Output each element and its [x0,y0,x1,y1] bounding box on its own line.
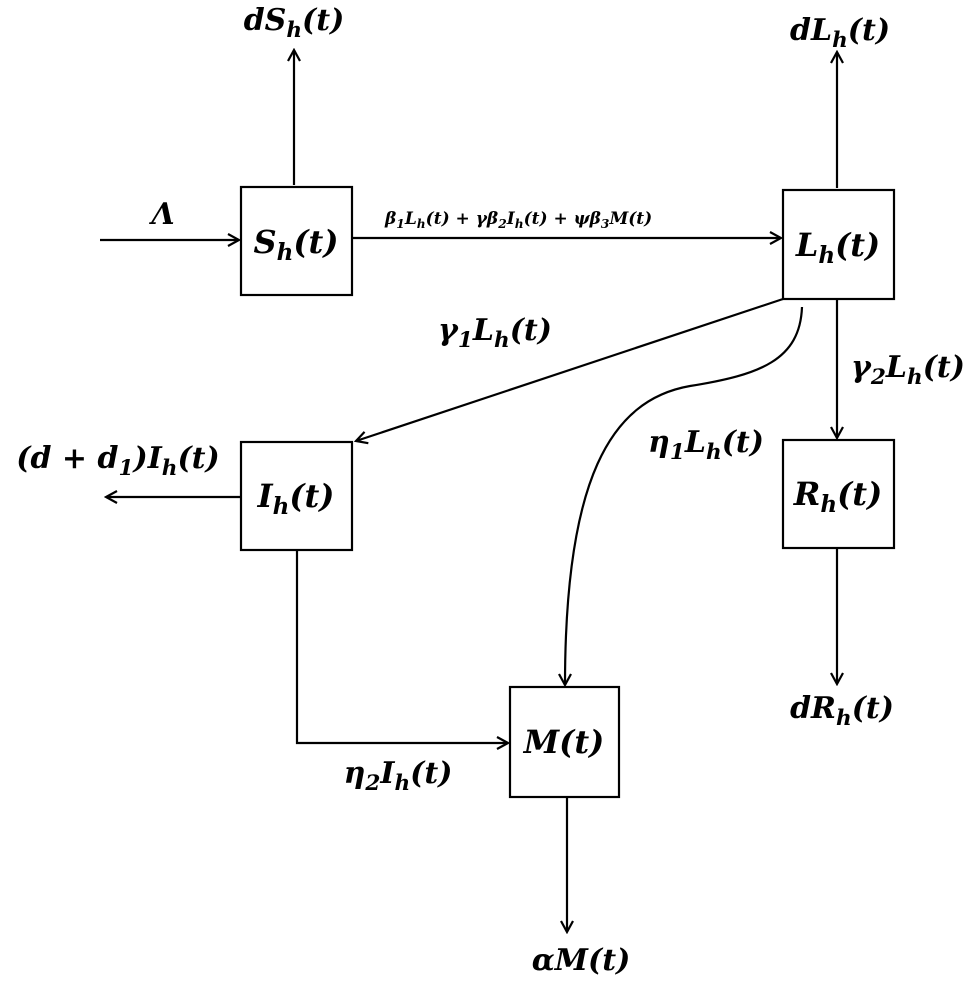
L-to-I-arrow [356,297,784,441]
L-to-R-label: γ2Lh(t) [851,350,965,390]
box-L: Lh(t) [781,188,896,301]
I-to-M-label: η2Ih(t) [344,756,453,796]
L-arg: (t) [835,226,880,264]
box-R: Rh(t) [781,438,896,550]
M-arg: (t) [559,723,604,761]
I-main: I [257,477,274,515]
M-main: M [523,723,561,761]
L-to-M-arrow [565,306,804,685]
box-M: M(t) [508,685,621,799]
L-main: L [795,226,819,264]
S-arg: (t) [293,223,338,261]
L-death-label: dLh(t) [790,13,890,53]
R-arg: (t) [837,475,882,513]
R-sub: h [820,491,837,518]
recruitment-label: Λ [148,197,174,232]
L-sub: h [818,242,835,269]
infection-rate-label: β1Lh(t) + γβ2Ih(t) + ψβ3M(t) [384,209,652,231]
svg-text:M(t): M(t) [523,723,604,761]
S-sub: h [277,239,294,266]
I-death-label: (d + d1)Ih(t) [16,441,219,481]
I-arg: (t) [289,477,334,515]
R-death-label: dRh(t) [790,691,894,731]
box-S: Sh(t) [239,185,354,297]
svg-text:Sh(t): Sh(t) [254,223,339,266]
R-main: R [793,475,821,513]
svg-text:Lh(t): Lh(t) [795,226,880,269]
I-sub: h [273,493,290,520]
svg-text:Rh(t): Rh(t) [793,475,882,518]
I-to-M-arrow [295,550,508,743]
S-main: S [254,223,277,261]
S-death-label: dSh(t) [244,3,345,43]
L-to-I-label: γ1Lh(t) [438,313,552,353]
svg-text:Ih(t): Ih(t) [257,477,335,520]
L-to-M-label: η1Lh(t) [648,425,764,465]
M-decay-label: αM(t) [532,943,631,978]
box-I: Ih(t) [239,440,354,552]
